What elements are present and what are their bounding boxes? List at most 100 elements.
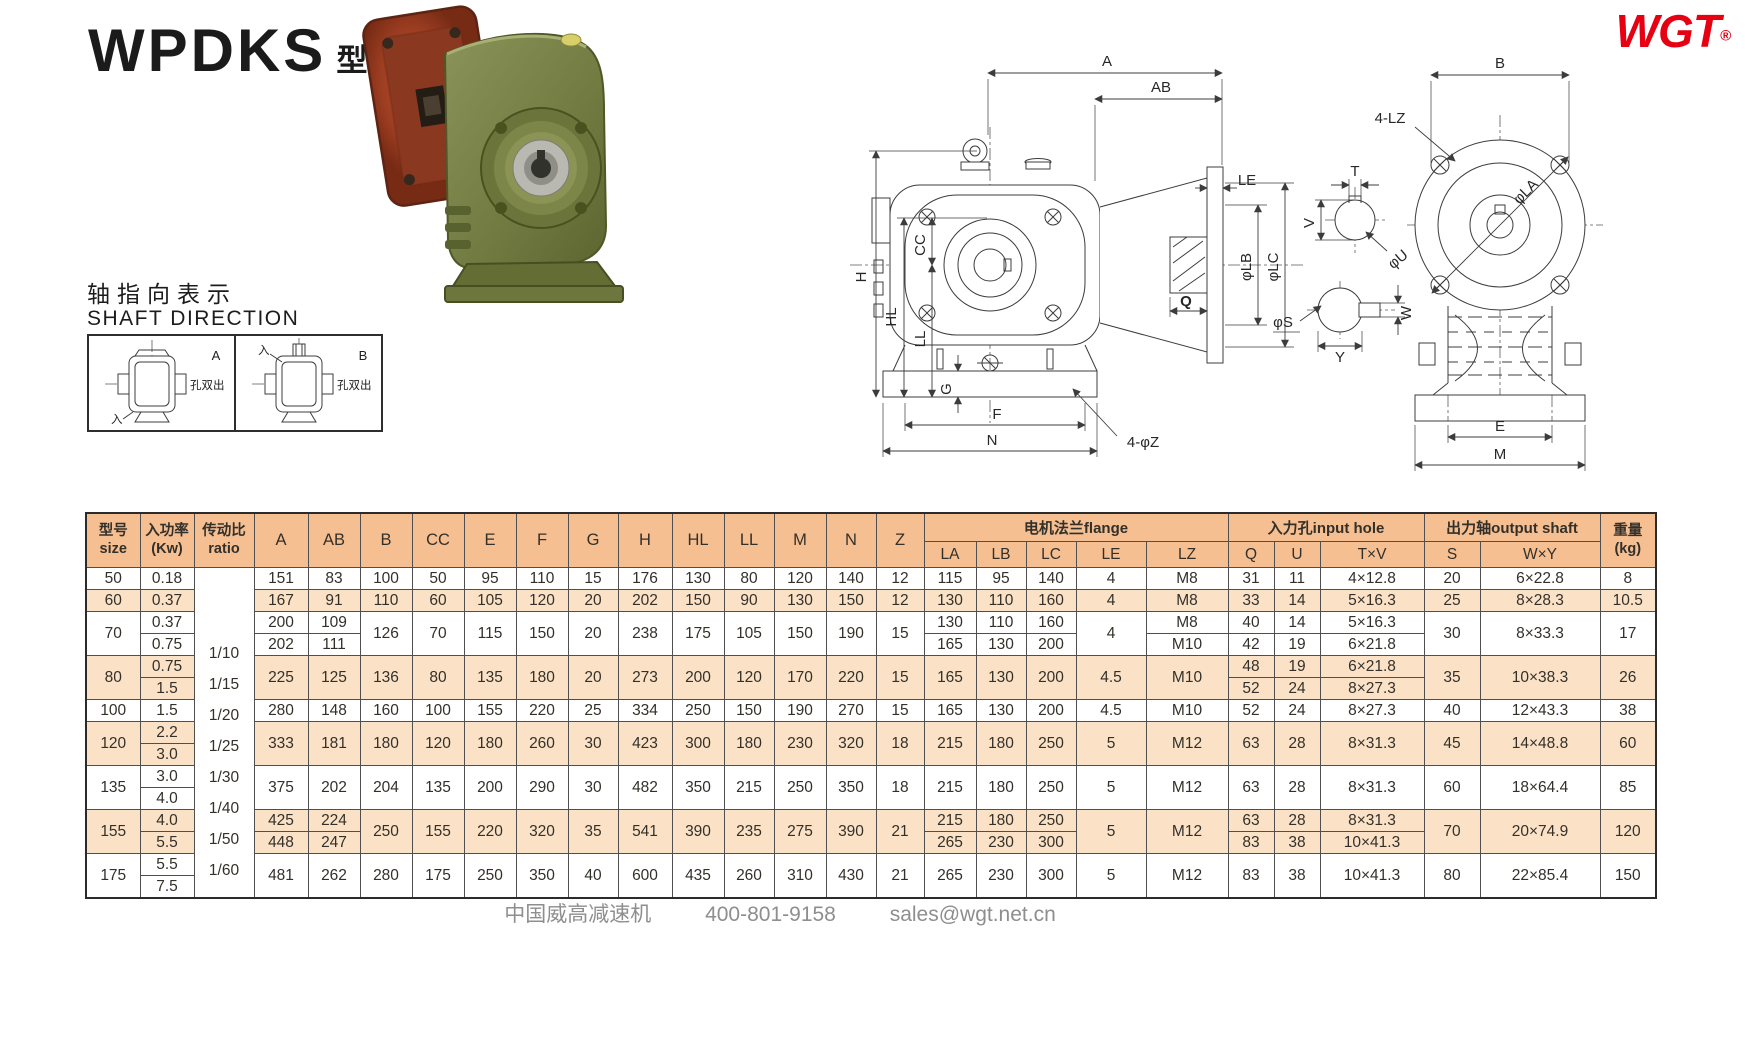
table-cell: 63	[1227, 809, 1275, 832]
table-cell: 200	[253, 611, 309, 634]
table-cell: 91	[307, 589, 361, 612]
table-cell: 22×85.4	[1479, 853, 1601, 899]
table-cell: 200	[1025, 699, 1077, 722]
table-cell: 1.5	[139, 677, 195, 700]
table-cell: 26	[1599, 655, 1657, 700]
header-cell: 重量(kg)	[1599, 512, 1657, 568]
table-row: 3.0	[86, 743, 1656, 766]
panel-label: B	[359, 348, 368, 363]
table-cell: 15	[875, 655, 925, 700]
model-type-suffix: 型	[336, 43, 368, 78]
table-cell: 60	[1599, 721, 1657, 766]
header-cell: N	[825, 512, 877, 568]
table-cell: 130	[975, 655, 1027, 700]
header-cell: B	[359, 512, 413, 568]
table-cell: 31	[1227, 567, 1275, 590]
dim-label-s: φS	[1273, 314, 1293, 331]
table-cell: 63	[1227, 765, 1275, 810]
table-cell: 10×38.3	[1479, 655, 1601, 700]
table-cell: 120	[1599, 809, 1657, 854]
table-cell: 115	[923, 567, 977, 590]
table-cell: 148	[307, 699, 361, 722]
footer: 中国威高减速机 400-801-9158 sales@wgt.net.cn	[0, 898, 1560, 928]
table-cell: 225	[253, 655, 309, 700]
table-cell: 202	[307, 765, 361, 810]
table-cell: 80	[411, 655, 465, 700]
flange-profile: LE φLB φLC Q	[1099, 166, 1294, 364]
table-cell: 430	[825, 853, 877, 899]
header-cell: E	[463, 512, 517, 568]
table-cell: 83	[1227, 831, 1275, 854]
table-cell: 70	[1423, 809, 1481, 854]
table-cell: 8×27.3	[1319, 677, 1425, 700]
table-cell: 15	[875, 611, 925, 656]
table-cell: 5	[1075, 721, 1147, 766]
model-name: WPDKS	[88, 17, 327, 84]
table-cell: 250	[463, 853, 517, 899]
table-cell: 165	[923, 699, 977, 722]
table-cell: 176	[617, 567, 673, 590]
table-cell: 435	[671, 853, 725, 899]
table-cell: 105	[463, 589, 517, 612]
table-cell: 180	[975, 765, 1027, 810]
table-cell: 30	[567, 765, 619, 810]
table-cell: 250	[1025, 809, 1077, 832]
header-cell: CC	[411, 512, 465, 568]
table-cell: 20	[1423, 567, 1481, 590]
table-cell: 83	[307, 567, 361, 590]
table-cell: 200	[463, 765, 517, 810]
side-view: φLA 4-LZ B E M	[1375, 55, 1603, 471]
table-cell: 6×21.8	[1319, 633, 1425, 656]
table-cell: 18	[875, 765, 925, 810]
table-cell: 110	[359, 589, 413, 612]
table-cell: 5×16.3	[1319, 611, 1425, 634]
table-cell: 115	[463, 611, 517, 656]
table-cell: 40	[1423, 699, 1481, 722]
table-cell: 300	[1025, 853, 1077, 899]
dim-label-h: H	[853, 272, 870, 283]
table-cell: 190	[773, 699, 827, 722]
table-cell: 235	[723, 809, 775, 854]
dim-label-g: G	[938, 383, 955, 395]
table-cell: 120	[773, 567, 827, 590]
gearbox-base	[451, 260, 617, 287]
table-cell: 155	[411, 809, 465, 854]
footer-email: sales@wgt.net.cn	[889, 903, 1056, 926]
table-cell: 135	[463, 655, 517, 700]
table-cell: 423	[617, 721, 673, 766]
vent-plug	[560, 33, 582, 47]
table-cell: 5	[1075, 765, 1147, 810]
table-cell: 20	[567, 655, 619, 700]
table-cell: 165	[923, 633, 977, 656]
table-cell: 100	[411, 699, 465, 722]
table-cell: 20	[567, 611, 619, 656]
table-cell: 10×41.3	[1319, 831, 1425, 854]
table-cell: 100	[85, 699, 141, 722]
table-cell: 83	[1227, 853, 1275, 899]
shaft-panel-b: B 孔双出 入	[236, 336, 381, 430]
table-cell: 105	[723, 611, 775, 656]
table-cell: 230	[975, 853, 1027, 899]
table-cell: 175	[671, 611, 725, 656]
table-cell: 20	[567, 589, 619, 612]
table-cell: 4	[1075, 589, 1147, 612]
table-cell: 270	[825, 699, 877, 722]
table-cell: 541	[617, 809, 673, 854]
table-cell: 151	[253, 567, 309, 590]
front-view	[850, 127, 1303, 423]
table-cell: 33	[1227, 589, 1275, 612]
table-cell: 110	[515, 567, 569, 590]
table-cell: 50	[411, 567, 465, 590]
table-cell: M12	[1145, 809, 1229, 854]
table-cell: 350	[825, 765, 877, 810]
header-cell: M	[773, 512, 827, 568]
table-cell: 28	[1273, 809, 1321, 832]
table-cell: 120	[723, 655, 775, 700]
table-cell: M10	[1145, 699, 1229, 722]
